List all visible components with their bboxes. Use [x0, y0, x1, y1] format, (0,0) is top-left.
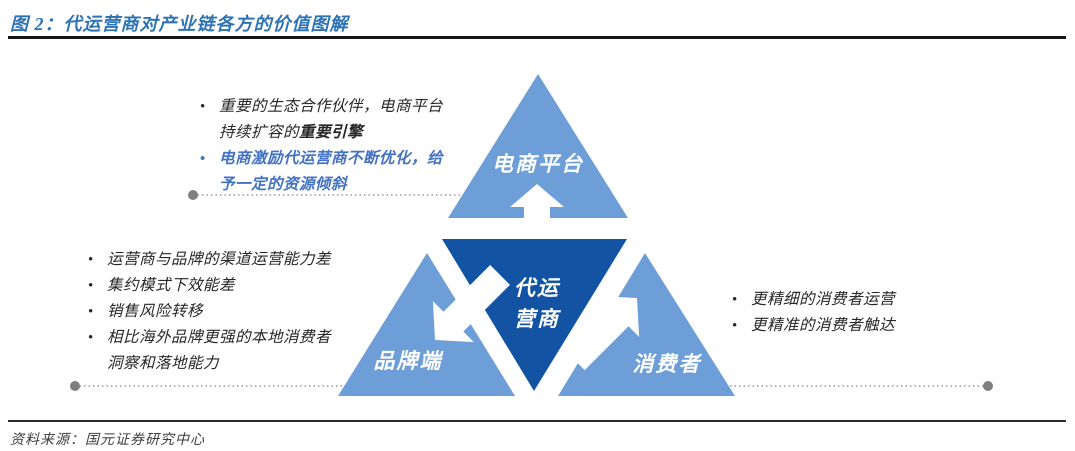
note-item-accent: 电商激励代运营商不断优化，给予一定的资源倾斜 [198, 146, 448, 198]
center-triangle-label-line1: 代运 [514, 276, 561, 300]
note-item: 运营商与品牌的渠道运营能力差 [86, 247, 342, 273]
connector-dot [188, 190, 198, 200]
notes-brand-list: 运营商与品牌的渠道运营能力差 集约模式下效能差 销售风险转移 相比海外品牌更强的… [86, 247, 342, 377]
note-item: 更精细的消费者运营 [730, 287, 960, 313]
note-text: 销售风险转移 [107, 303, 204, 320]
notes-consumer: 更精细的消费者运营 更精准的消费者触达 [730, 287, 960, 339]
note-text: 集约模式下效能差 [107, 277, 236, 294]
right-triangle-consumer [558, 253, 735, 396]
note-text: 重要的生态合作伙伴，电商平台持续扩容的 [219, 98, 444, 141]
footer-divider [8, 420, 1066, 422]
title-divider [8, 36, 1066, 39]
note-item: 相比海外品牌更强的本地消费者洞察和落地能力 [86, 325, 342, 377]
connectors [75, 194, 988, 387]
arrow-up-right-icon [564, 295, 640, 371]
left-triangle-label: 品牌端 [374, 349, 445, 373]
note-item: 更精准的消费者触达 [730, 313, 960, 339]
diagram-canvas: 电商平台 代运 营商 品牌端 消费者 [70, 74, 993, 396]
connector-dot [983, 381, 993, 391]
center-triangle-label-line2: 营商 [514, 307, 562, 331]
right-triangle-label: 消费者 [633, 352, 703, 376]
note-item: 销售风险转移 [86, 299, 342, 325]
note-item: 集约模式下效能差 [86, 273, 342, 299]
note-text: 更精准的消费者触达 [751, 317, 896, 334]
note-text: 运营商与品牌的渠道运营能力差 [107, 251, 332, 268]
note-text: 更精细的消费者运营 [751, 291, 896, 308]
top-triangle-platform [448, 74, 628, 218]
notes-platform-list: 重要的生态合作伙伴，电商平台持续扩容的重要引擎 电商激励代运营商不断优化，给予一… [198, 94, 448, 198]
notes-platform: 重要的生态合作伙伴，电商平台持续扩容的重要引擎 电商激励代运营商不断优化，给予一… [198, 94, 448, 198]
note-text: 电商激励代运营商不断优化，给予一定的资源倾斜 [219, 150, 444, 193]
left-triangle-brand [338, 253, 515, 396]
note-text-bold: 重要引擎 [299, 124, 364, 141]
figure-title: 图 2：代运营商对产业链各方的价值图解 [10, 14, 349, 34]
source-attribution: 资料来源：国元证券研究中心 [10, 433, 205, 448]
note-item: 重要的生态合作伙伴，电商平台持续扩容的重要引擎 [198, 94, 448, 146]
note-text: 相比海外品牌更强的本地消费者洞察和落地能力 [107, 329, 332, 372]
notes-brand: 运营商与品牌的渠道运营能力差 集约模式下效能差 销售风险转移 相比海外品牌更强的… [86, 247, 342, 377]
value-diagram: 电商平台 代运 营商 品牌端 消费者 重要的生态合作伙伴，电商平台持续扩容的重要… [0, 50, 1075, 418]
arrow-down-left-icon [432, 265, 510, 343]
notes-consumer-list: 更精细的消费者运营 更精准的消费者触达 [730, 287, 960, 339]
connector-dot [70, 381, 80, 391]
arrow-up-icon [510, 184, 564, 219]
top-triangle-label: 电商平台 [492, 152, 584, 176]
